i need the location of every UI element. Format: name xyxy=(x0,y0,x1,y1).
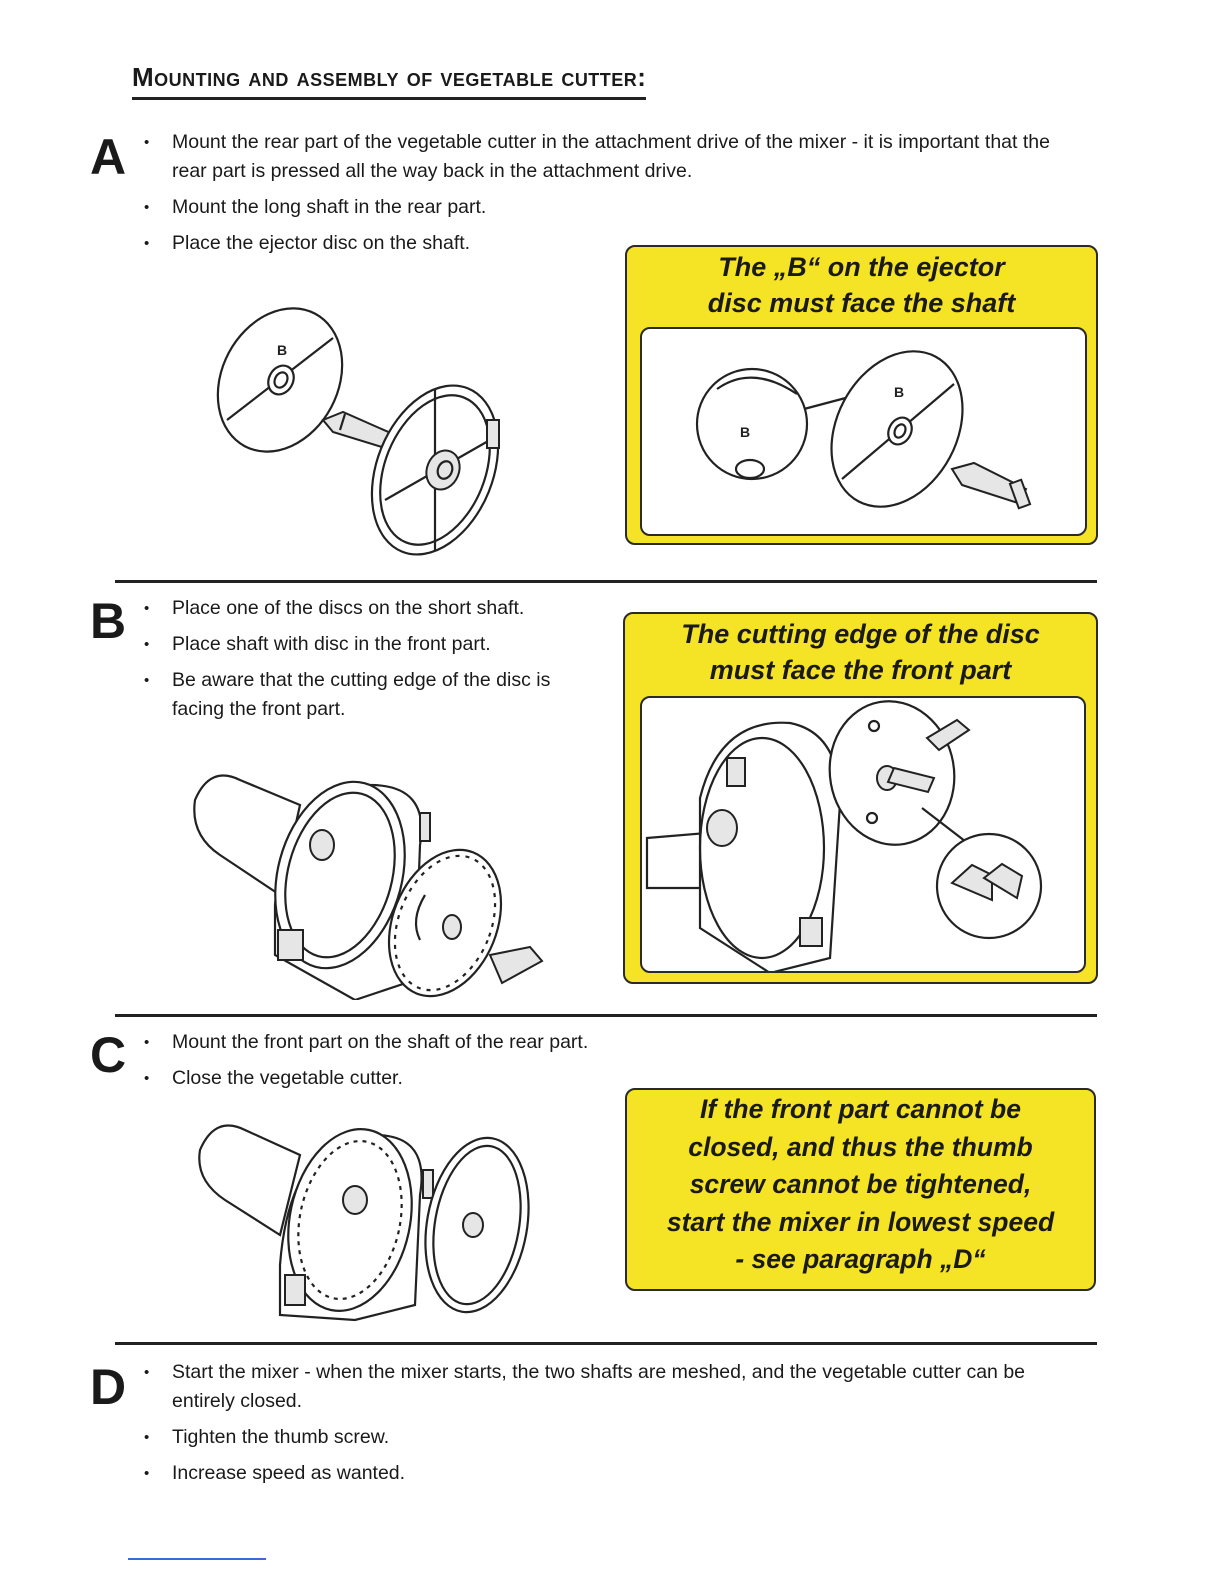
close-vegetable-cutter-illustration xyxy=(195,1110,535,1325)
section-c-steps: Mount the front part on the shaft of the… xyxy=(142,1028,742,1100)
callout-b-illustration-panel xyxy=(640,696,1086,973)
cutting-disc-front-part-illustration xyxy=(190,755,560,1002)
callout-a-illustration-panel: B B xyxy=(640,327,1087,536)
section-letter-b: B xyxy=(90,593,127,649)
disc-label-b: B xyxy=(277,342,287,358)
section-a-steps: Mount the rear part of the vegetable cut… xyxy=(142,128,1082,265)
callout-lowest-speed: If the front part cannot be closed, and … xyxy=(625,1088,1096,1291)
step-b-2: Place shaft with disc in the front part. xyxy=(142,630,572,659)
footer-link-underline xyxy=(128,1558,266,1560)
step-d-2: Tighten the thumb screw. xyxy=(142,1423,1092,1452)
step-d-1: Start the mixer - when the mixer starts,… xyxy=(142,1358,1092,1416)
callout-a-line-1: The „B“ on the ejector xyxy=(718,252,1005,282)
callout-c-line-4: start the mixer in lowest speed xyxy=(666,1206,1055,1237)
svg-text:B: B xyxy=(740,424,750,440)
divider-a-b xyxy=(115,580,1097,583)
divider-c-d xyxy=(115,1342,1097,1345)
divider-b-c xyxy=(115,1014,1097,1017)
callout-cutting-edge: The cutting edge of the disc must face t… xyxy=(623,612,1098,984)
callout-a-line-2: disc must face the shaft xyxy=(707,288,1016,318)
callout-c-line-3: screw cannot be tightened, xyxy=(689,1169,1032,1199)
section-b-steps: Place one of the discs on the short shaf… xyxy=(142,594,572,731)
callout-c-line-1: If the front part cannot be xyxy=(700,1094,1021,1124)
callout-ejector-disc: The „B“ on the ejector disc must face th… xyxy=(625,245,1098,545)
page-title: Mounting and assembly of vegetable cutte… xyxy=(132,62,647,100)
callout-b-line-1: The cutting edge of the disc xyxy=(681,619,1040,649)
callout-b-line-2: must face the front part xyxy=(709,655,1012,685)
section-letter-a: A xyxy=(90,129,127,185)
step-a-2: Mount the long shaft in the rear part. xyxy=(142,193,1082,222)
ejector-disc-assembly-illustration: B xyxy=(205,290,535,560)
svg-text:B: B xyxy=(894,384,904,400)
step-b-3: Be aware that the cutting edge of the di… xyxy=(142,666,552,724)
step-c-1: Mount the front part on the shaft of the… xyxy=(142,1028,742,1057)
callout-c-line-5: - see paragraph „D“ xyxy=(735,1244,986,1274)
step-b-1: Place one of the discs on the short shaf… xyxy=(142,594,572,623)
step-d-3: Increase speed as wanted. xyxy=(142,1459,1092,1488)
section-letter-d: D xyxy=(90,1359,127,1415)
section-d-steps: Start the mixer - when the mixer starts,… xyxy=(142,1358,1092,1495)
step-a-3: Place the ejector disc on the shaft. xyxy=(142,229,1082,258)
step-c-2: Close the vegetable cutter. xyxy=(142,1064,742,1093)
callout-c-line-2: closed, and thus the thumb xyxy=(688,1131,1033,1162)
section-letter-c: C xyxy=(90,1027,127,1083)
step-a-1: Mount the rear part of the vegetable cut… xyxy=(142,128,1082,186)
